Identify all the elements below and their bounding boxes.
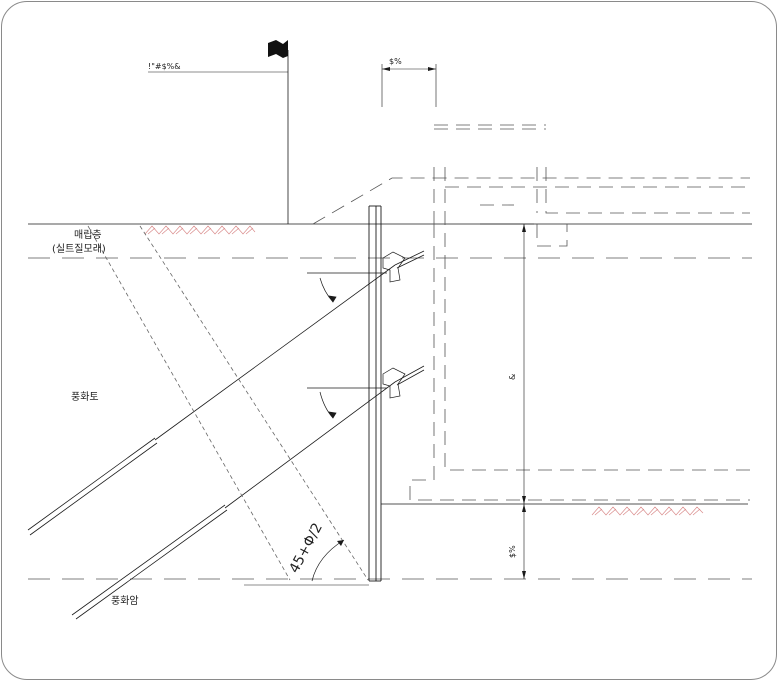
depth-dim-main-text: & — [508, 374, 517, 380]
ground-hatch-right — [591, 506, 704, 516]
ground-anchor-upper — [27, 250, 425, 536]
failure-angle-arc — [311, 539, 345, 582]
fill-layer-label: 매립층 — [74, 228, 102, 241]
weathered-rock-label: 풍화암 — [111, 595, 139, 607]
survey-flag-icon — [268, 40, 288, 58]
anchor-angle-lower — [307, 387, 387, 419]
angle-formula-text: 45+Φ/2 — [286, 521, 326, 576]
anchor-angle-upper — [307, 272, 387, 303]
ground-level-mark: !"#$%& — [148, 62, 181, 71]
failure-plane-outer — [87, 225, 291, 581]
fill-layer-sublabel: (실트질모래) — [52, 243, 106, 255]
weathered-soil-label: 풍화토 — [71, 391, 99, 403]
ground-anchor-lower — [71, 365, 425, 620]
ground-hatch-left — [144, 225, 256, 235]
offset-dim-text: $% — [389, 57, 402, 66]
retaining-wall — [368, 205, 382, 582]
proposed-structure-outline — [312, 124, 750, 501]
failure-plane-inner — [139, 225, 369, 581]
depth-dim-embed-text: $% — [508, 545, 517, 558]
